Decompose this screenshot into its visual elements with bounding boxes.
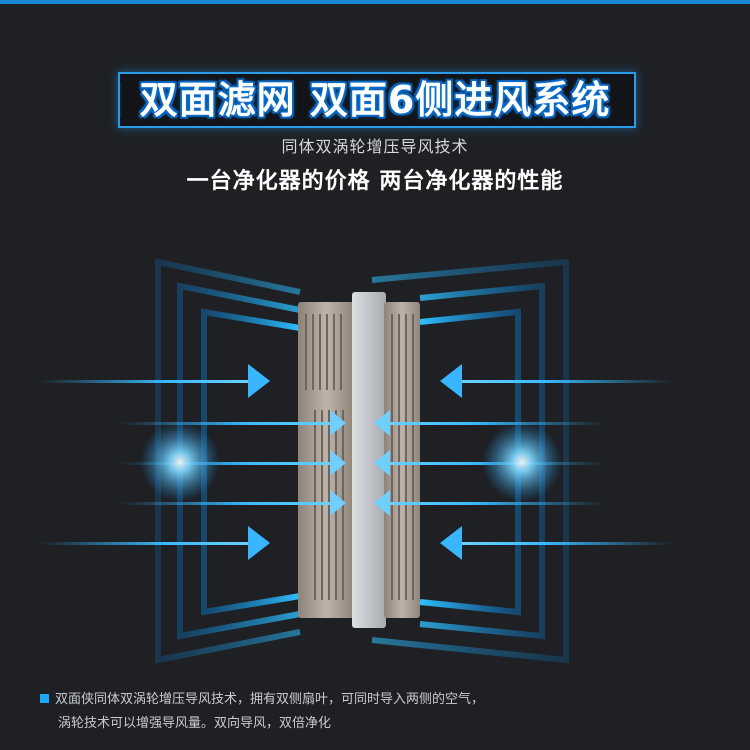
arrow-left-icon — [440, 526, 462, 560]
right-frame-outer — [371, 258, 569, 664]
arrow-right-icon — [248, 364, 270, 398]
arrow-right-icon — [330, 450, 346, 476]
page-title: 双面滤网 双面6侧进风系统 — [139, 78, 611, 122]
airflow-line — [40, 380, 250, 383]
subtitle: 同体双涡轮增压导风技术 — [281, 137, 469, 156]
square-bullet-icon — [40, 694, 49, 703]
top-accent-bar — [0, 0, 750, 4]
arrow-left-icon — [374, 450, 390, 476]
light-flare — [140, 422, 220, 502]
tagline: 一台净化器的价格 两台净化器的性能 — [186, 169, 564, 194]
airflow-line — [120, 462, 332, 465]
airflow-line — [120, 502, 332, 505]
arrow-right-icon — [330, 490, 346, 516]
description-note: 双面侠同体双涡轮增压导风技术，拥有双侧扇叶，可同时导入两侧的空气， 涡轮技术可以… — [40, 688, 720, 736]
airflow-diagram — [40, 258, 672, 664]
description-line-1: 双面侠同体双涡轮增压导风技术，拥有双侧扇叶，可同时导入两侧的空气， — [55, 692, 485, 707]
arrow-right-icon — [330, 410, 346, 436]
purifier-center-frame — [352, 292, 386, 628]
airflow-line — [462, 380, 672, 383]
right-airflow — [374, 364, 672, 560]
left-airflow — [40, 364, 346, 560]
airflow-line — [386, 502, 604, 505]
airflow-line — [386, 422, 604, 425]
arrow-left-icon — [374, 410, 390, 436]
arrow-left-icon — [440, 364, 462, 398]
airflow-line — [462, 542, 672, 545]
arrow-left-icon — [374, 490, 390, 516]
description-line-2: 涡轮技术可以增强导风量。双向导风，双倍净化 — [58, 716, 332, 731]
airflow-line — [40, 542, 250, 545]
light-flare — [482, 422, 562, 502]
air-purifier — [298, 292, 420, 628]
airflow-line — [120, 422, 332, 425]
purifier-right-vents — [391, 314, 414, 600]
arrow-right-icon — [248, 526, 270, 560]
headline-frame — [118, 72, 636, 128]
